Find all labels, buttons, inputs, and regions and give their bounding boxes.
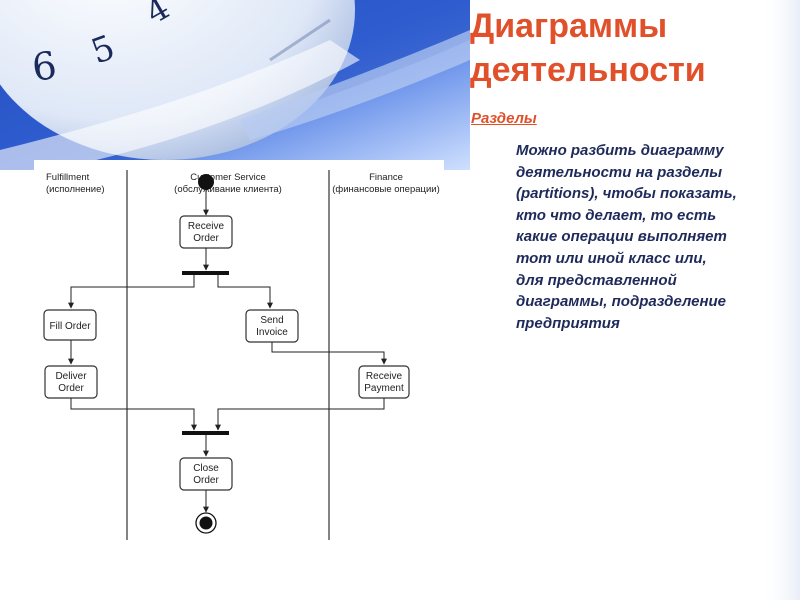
body-line: (partitions), чтобы показать, xyxy=(516,183,791,205)
partition-fulfillment-name: Fulfillment xyxy=(46,172,90,183)
slide-title: Диаграммы деятельности xyxy=(470,4,706,92)
join-bar xyxy=(182,431,229,435)
partition-finance-name-ru: (финансовые операции) xyxy=(332,184,440,195)
action-receive-order-line-2: Order xyxy=(193,233,219,244)
body-line: кто что делает, то есть xyxy=(516,205,791,227)
body-line: предприятия xyxy=(516,313,791,335)
action-close-order-line-1: Close xyxy=(193,463,219,474)
fork-bar xyxy=(182,271,229,275)
partition-fulfillment-name-ru: (исполнение) xyxy=(46,184,105,195)
initial-node xyxy=(198,174,214,190)
action-deliver-order-line-1: Deliver xyxy=(55,371,87,382)
body-line: какие операции выполняет xyxy=(516,226,791,248)
partition-finance-name: Finance xyxy=(369,172,403,183)
action-receive-payment-line-2: Payment xyxy=(364,383,404,394)
body-line: деятельности на разделы xyxy=(516,162,791,184)
slide-title-line-1: Диаграммы xyxy=(470,4,706,48)
action-send-invoice-line-2: Invoice xyxy=(256,327,288,338)
action-deliver-order-line-2: Order xyxy=(58,383,84,394)
final-node xyxy=(200,517,213,530)
partition-customer-service-name-ru: (обслуживание клиента) xyxy=(174,184,282,195)
body-line: тот или иной класс или, xyxy=(516,248,791,270)
action-close-order-line-2: Order xyxy=(193,475,219,486)
activity-diagram: Fulfillment (исполнение) Customer Servic… xyxy=(34,160,444,548)
action-send-invoice-line-1: Send xyxy=(260,315,283,326)
section-subtitle: Разделы xyxy=(471,110,537,127)
body-text: Можно разбить диаграмму деятельности на … xyxy=(516,140,791,334)
action-fill-order-label: Fill Order xyxy=(49,321,91,332)
action-receive-order-line-1: Receive xyxy=(188,221,225,232)
slide-title-line-2: деятельности xyxy=(470,48,706,92)
body-line: для представленной xyxy=(516,270,791,292)
activity-diagram-canvas: Fulfillment (исполнение) Customer Servic… xyxy=(34,160,444,548)
body-line: Можно разбить диаграмму xyxy=(516,140,791,162)
body-line: диаграммы, подразделение xyxy=(516,291,791,313)
action-receive-payment-line-1: Receive xyxy=(366,371,403,382)
